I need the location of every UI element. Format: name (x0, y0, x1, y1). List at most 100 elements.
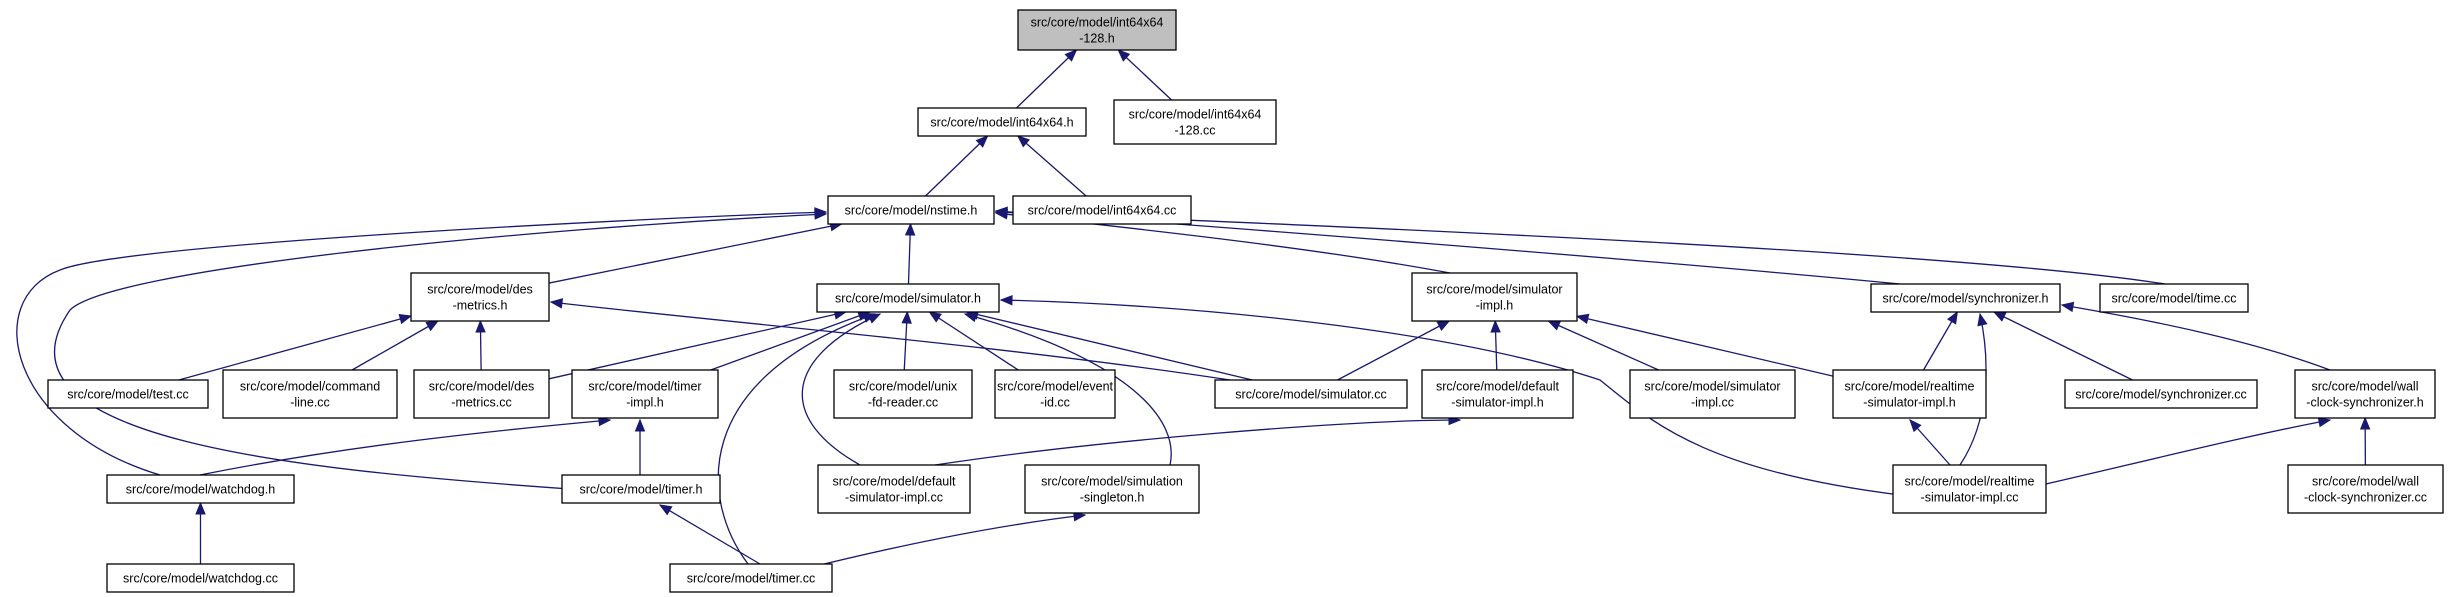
file-node[interactable]: src/core/model/watchdog.h (106, 474, 295, 504)
file-node[interactable]: src/core/model/simulator.cc (1214, 379, 1408, 409)
node-box (47, 379, 209, 409)
dependency-edge (2045, 416, 2332, 485)
node-label: src/core/model/timer.cc (687, 572, 816, 586)
file-node[interactable]: src/core/model/int64x64-128.cc (1113, 99, 1277, 145)
dependency-edge (1922, 310, 1958, 371)
node-box (222, 369, 398, 419)
node-label: -simulator-impl.h (1863, 396, 1955, 410)
arrowhead (549, 298, 564, 309)
node-label: src/core/model/default (833, 475, 957, 489)
node-label: -id.cc (1040, 396, 1070, 410)
file-node[interactable]: src/core/model/watchdog.cc (106, 563, 295, 593)
node-box (833, 369, 973, 419)
node-box (1421, 369, 1574, 419)
dependency-edge (2060, 301, 2331, 371)
node-label: src/core/model/command (240, 380, 380, 394)
arrowhead (1547, 320, 1562, 331)
arrowhead (2359, 416, 2371, 430)
file-node[interactable]: src/core/model/int64x64.h (917, 107, 1087, 137)
node-box (106, 563, 295, 593)
file-node[interactable]: src/core/model/default -simulator-impl.cc (817, 464, 971, 514)
node-box (816, 283, 1000, 313)
file-node[interactable]: src/core/model/des -metrics.h (410, 272, 550, 322)
file-node[interactable]: src/core/model/simulator-impl.h (1411, 272, 1578, 322)
edge-line (929, 311, 1019, 371)
edge-line (925, 135, 988, 197)
node-label: src/core/model/timer (588, 380, 701, 394)
node-label: src/core/model/time.cc (2111, 292, 2236, 306)
dependency-edge (1117, 49, 1173, 101)
arrowhead (1575, 313, 1590, 325)
file-node[interactable]: src/core/model/timer.cc (669, 563, 833, 593)
dependency-edge (549, 298, 1231, 381)
file-node[interactable]: src/core/model/wall-clock-synchronizer.h (2294, 369, 2436, 419)
arrowhead (1436, 320, 1451, 332)
node-label: src/core/model/synchronizer.h (1882, 292, 2048, 306)
file-node[interactable]: src/core/model/default-simulator-impl.h (1421, 369, 1574, 419)
file-node[interactable]: src/core/model/wall-clock-synchronizer.c… (2287, 464, 2444, 514)
node-label: -impl.h (1476, 299, 1514, 313)
arrowhead (475, 319, 486, 333)
node-label: src/core/model/synchronizer.cc (2075, 388, 2247, 402)
file-node[interactable]: src/core/model/realtime-simulator-impl.h (1832, 369, 1987, 419)
file-node[interactable]: src/core/model/nstime.h (827, 195, 995, 225)
node-label: src/core/model/realtime (1905, 475, 2035, 489)
file-node[interactable]: src/core/model/time.cc (2099, 283, 2249, 313)
node-label: src/core/model/int64x64.h (930, 116, 1073, 130)
arrowhead (658, 504, 673, 516)
file-node[interactable]: src/core/model/des -metrics.cc (413, 369, 550, 419)
edge-line (801, 313, 881, 466)
node-box (1832, 369, 1987, 419)
node-label: src/core/model/watchdog.cc (123, 572, 278, 586)
node-label: -128.h (1079, 32, 1114, 46)
file-node[interactable]: src/core/model/realtime -simulator-impl.c… (1892, 464, 2047, 514)
dependency-edge (1490, 319, 1501, 371)
edge-line (2045, 419, 2331, 485)
edge-line (53, 213, 827, 490)
file-node[interactable]: src/core/model/unix-fd-reader.cc (833, 369, 973, 419)
edge-line (1000, 299, 1901, 496)
nodes-layer: src/core/model/int64x64-128.h src/core/mo… (47, 9, 2444, 593)
arrowhead (1016, 135, 1031, 148)
dependency-edge (999, 295, 1901, 496)
node-label: -simulator-impl.cc (845, 491, 943, 505)
edge-line (966, 311, 1253, 381)
node-label: src/core/model/des (427, 283, 533, 297)
file-node[interactable]: src/core/model/simulator.h (816, 283, 1000, 313)
file-node[interactable]: src/core/model/timer.h (561, 474, 721, 504)
dependency-edge (1016, 135, 1087, 197)
file-node[interactable]: src/core/model/command-line.cc (222, 369, 398, 419)
dependency-edge (475, 319, 486, 371)
arrowhead (1064, 49, 1078, 62)
dependency-edge (2359, 416, 2371, 466)
node-label: -metrics.cc (451, 396, 511, 410)
dependency-edge (178, 314, 413, 381)
dependency-edge (1992, 311, 2133, 381)
dependency-edge (799, 511, 1087, 571)
node-box (1113, 99, 1277, 145)
edge-line (964, 313, 1172, 466)
node-label: src/core/model/simulator.h (835, 292, 981, 306)
file-node[interactable]: src/core/model/synchronizer.h (1870, 283, 2061, 313)
arrowhead (963, 312, 978, 323)
file-node[interactable]: src/core/model/event-id.cc (994, 369, 1116, 419)
node-label: -simulator-impl.cc (1921, 491, 2019, 505)
node-box (1892, 464, 2047, 514)
edge-line (178, 315, 412, 381)
file-node[interactable]: src/core/model/timer-impl.h (571, 369, 719, 419)
node-label: -metrics.h (453, 299, 508, 313)
node-label: -singleton.h (1080, 491, 1145, 505)
file-node[interactable]: src/core/model/simulation-singleton.h (1024, 464, 1200, 514)
file-node[interactable]: src/core/model/test.cc (47, 379, 209, 409)
node-box (106, 474, 295, 504)
arrowhead (1117, 49, 1131, 62)
node-label: src/core/model/des (429, 380, 535, 394)
node-box (817, 464, 971, 514)
edge-line (2061, 304, 2331, 371)
dependency-edge (16, 207, 828, 476)
node-label: -clock-synchronizer.h (2306, 396, 2423, 410)
file-node[interactable]: src/core/model/int64x64.cc (1012, 195, 1192, 225)
file-node[interactable]: src/core/model/simulator-impl.cc (1629, 369, 1796, 419)
root-file-node[interactable]: src/core/model/int64x64-128.h (1017, 9, 1177, 51)
file-node[interactable]: src/core/model/synchronizer.cc (2064, 379, 2258, 409)
